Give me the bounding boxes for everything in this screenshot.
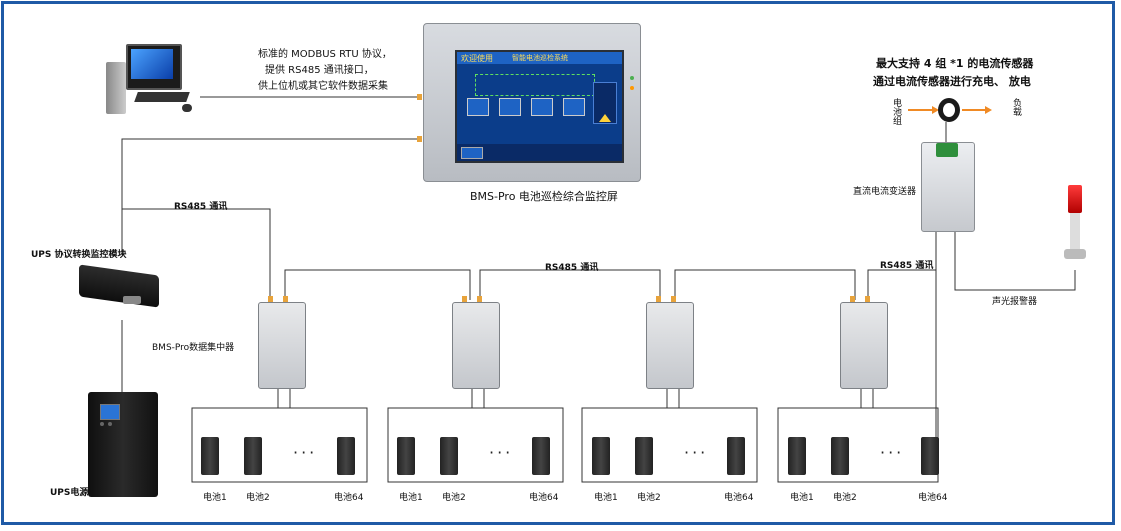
rs485-label-2: RS485 通讯: [545, 263, 599, 273]
battery-sensor: [921, 437, 939, 475]
ellipsis-1: ···: [293, 443, 318, 462]
battery-label-1: 电池1: [203, 493, 227, 503]
battery-sensor: [532, 437, 550, 475]
modbus-note-line1: 标准的 MODBUS RTU 协议，: [258, 49, 392, 60]
hmi-caption: BMS-Pro 电池巡检综合监控屏: [470, 190, 618, 203]
modbus-note-line3: 供上位机或其它软件数据采集: [258, 81, 388, 92]
current-sensor: [938, 98, 960, 122]
battery-label-64: 电池64: [529, 493, 559, 503]
battery-label-2: 电池2: [637, 493, 661, 503]
sensor-note-line1: 最大支持 4 组 *1 的电流传感器: [876, 57, 1034, 70]
ups-unit: [88, 392, 158, 497]
ellipsis-2: ···: [489, 443, 514, 462]
battery-label-64: 电池64: [918, 493, 948, 503]
ups-label: UPS电源: [50, 488, 89, 498]
battery-label-1: 电池1: [594, 493, 618, 503]
concentrator-4: [840, 302, 888, 389]
battery-sensor: [440, 437, 458, 475]
battery-sensor: [337, 437, 355, 475]
hmi-subtitle: 智能电池巡检系统: [512, 54, 568, 62]
alarm-label: 声光报警器: [992, 297, 1038, 307]
concentrator-2: [452, 302, 500, 389]
battery-sensor: [244, 437, 262, 475]
rs485-label-3: RS485 通讯: [880, 261, 934, 271]
battery-label-64: 电池64: [724, 493, 754, 503]
alarm-light: [1062, 185, 1088, 275]
ellipsis-4: ···: [880, 443, 905, 462]
battery-sensor: [788, 437, 806, 475]
hmi-display: 欢迎使用 智能电池巡检系统: [455, 50, 624, 163]
battery-sensor: [397, 437, 415, 475]
hmi-monitor-screen: 欢迎使用 智能电池巡检系统: [423, 23, 641, 182]
transmitter-label: 直流电流变送器: [853, 187, 917, 197]
hmi-welcome: 欢迎使用: [461, 54, 493, 63]
ups-protocol-module: [79, 262, 165, 310]
battery-label-1: 电池1: [399, 493, 423, 503]
concentrator-3: [646, 302, 694, 389]
battery-label-2: 电池2: [246, 493, 270, 503]
sensor-right-label: 负载: [1011, 98, 1021, 116]
modbus-note-line2: 提供 RS485 通讯接口，: [265, 65, 374, 76]
battery-sensor: [831, 437, 849, 475]
battery-label-64: 电池64: [334, 493, 364, 503]
hmi-port-top: [417, 94, 422, 100]
ups-module-label: UPS 协议转换监控模块: [31, 250, 127, 260]
sensor-note-line2: 通过电流传感器进行充电、 放电: [873, 75, 1031, 88]
battery-label-1: 电池1: [790, 493, 814, 503]
battery-sensor: [201, 437, 219, 475]
battery-sensor: [592, 437, 610, 475]
concentrator-label: BMS-Pro数据集中器: [152, 343, 235, 353]
battery-sensor: [635, 437, 653, 475]
sensor-left-label: 电池组: [891, 98, 901, 125]
computer-icon: [106, 44, 198, 116]
battery-sensor: [727, 437, 745, 475]
rs485-label-1: RS485 通讯: [174, 202, 228, 212]
battery-label-2: 电池2: [833, 493, 857, 503]
hmi-port-bottom: [417, 136, 422, 142]
dc-current-transmitter: [921, 142, 975, 232]
ellipsis-3: ···: [684, 443, 709, 462]
concentrator-1: [258, 302, 306, 389]
battery-label-2: 电池2: [442, 493, 466, 503]
